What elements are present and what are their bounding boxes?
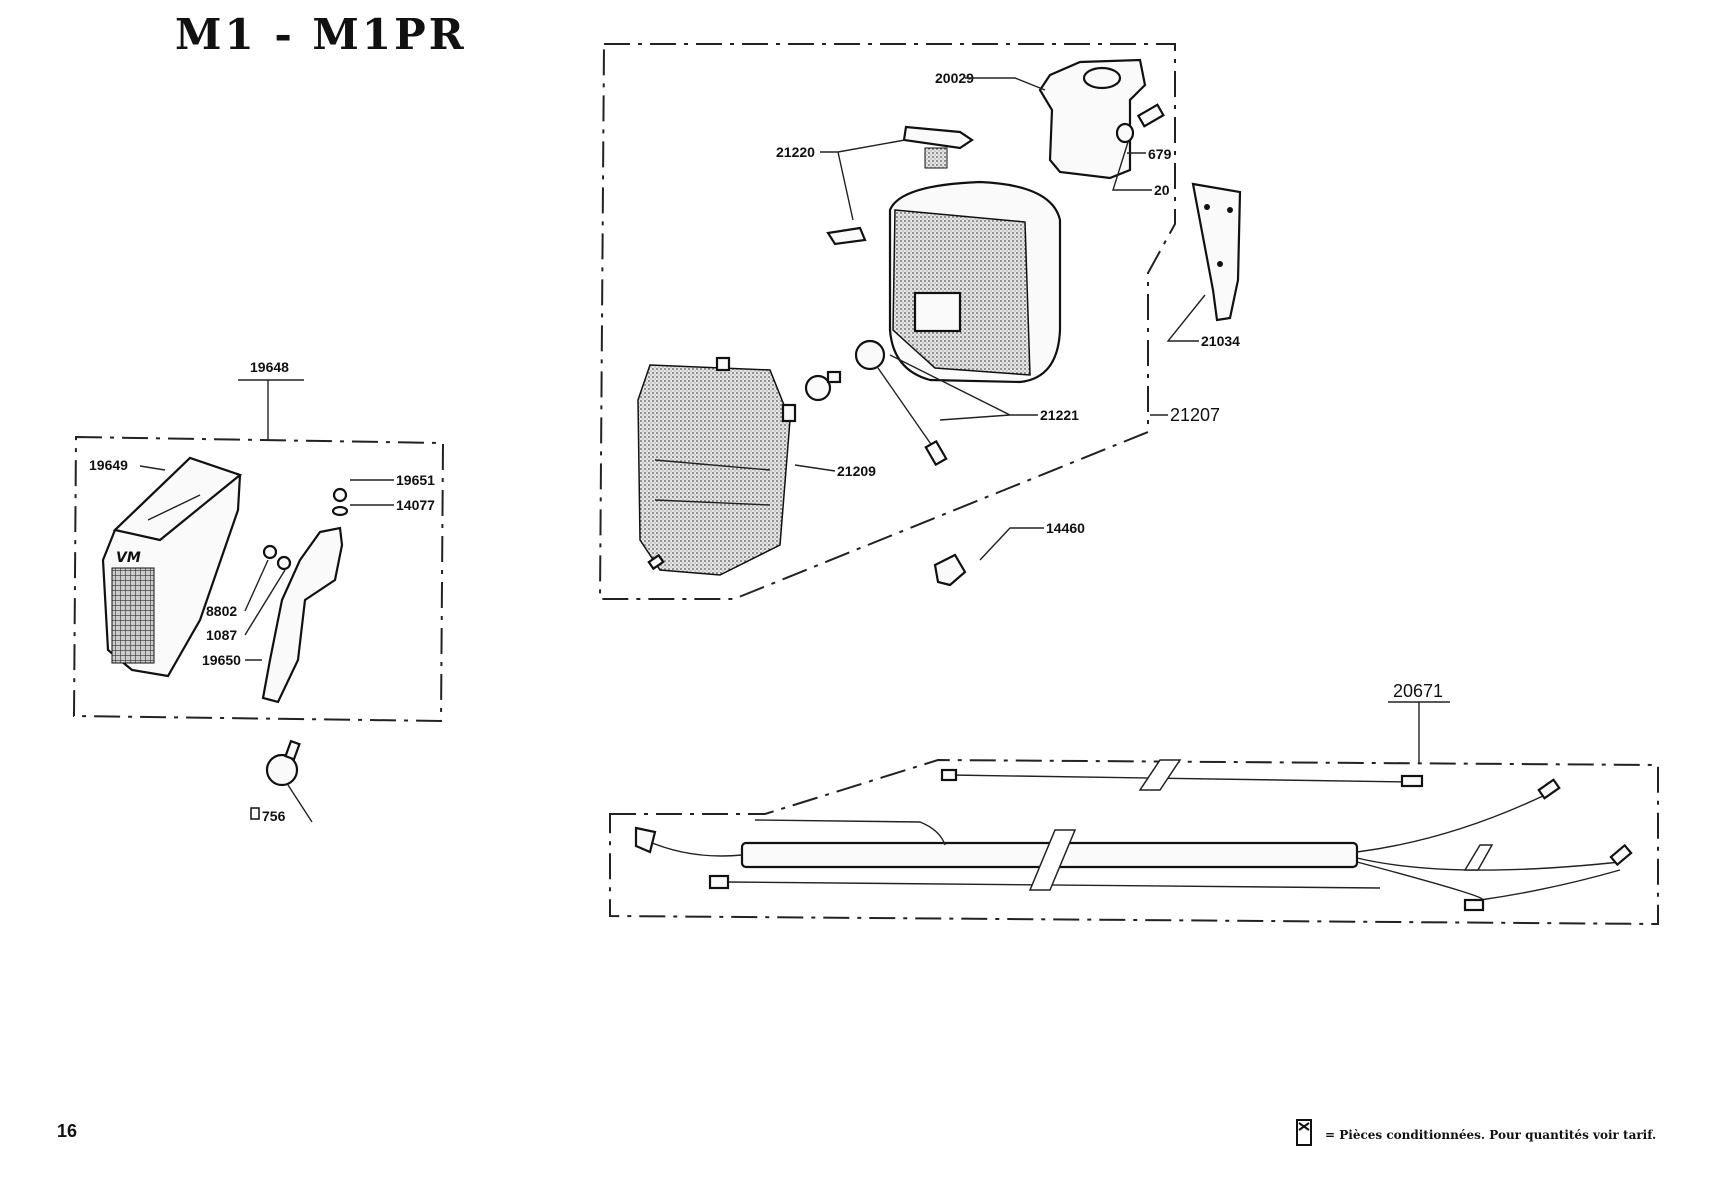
assembly-leader bbox=[238, 379, 304, 440]
bracket-hole bbox=[1082, 66, 1122, 90]
part-label-14460: 14460 bbox=[1046, 520, 1085, 536]
support-bracket-part bbox=[1038, 58, 1147, 180]
nut-part bbox=[276, 555, 292, 571]
packaged-parts-icon bbox=[250, 807, 260, 820]
switch-part bbox=[902, 125, 974, 150]
part-label-679: 679 bbox=[1148, 146, 1172, 162]
shell-interior bbox=[892, 209, 1031, 376]
assembly-boundary bbox=[609, 758, 1659, 926]
part-label-1087: 1087 bbox=[206, 627, 237, 643]
connector-part bbox=[1537, 778, 1561, 800]
connector-part bbox=[634, 826, 657, 854]
bulb-base bbox=[826, 370, 842, 384]
lens-tab bbox=[781, 403, 797, 423]
washer-part bbox=[1115, 122, 1135, 144]
bulb-part bbox=[265, 739, 301, 787]
page-title: M1 - M1PR bbox=[175, 10, 467, 59]
part-label-21220: 21220 bbox=[776, 144, 815, 160]
wire bbox=[949, 774, 1411, 783]
bolt-part bbox=[1136, 103, 1165, 128]
front-light-group: 19648 VM 19649 19651 14077 8802 1087 196… bbox=[72, 359, 445, 824]
part-label-19650: 19650 bbox=[202, 652, 241, 668]
assembly-boundary bbox=[598, 43, 1176, 600]
bulb-holder-part bbox=[913, 291, 962, 333]
page-number: 16 bbox=[57, 1121, 77, 1141]
part-label-756: 756 bbox=[262, 808, 286, 824]
bulb-socket-part bbox=[854, 339, 886, 371]
bulb-part bbox=[804, 374, 832, 402]
connector-part bbox=[1400, 774, 1424, 788]
screw-part bbox=[332, 487, 348, 503]
part-label-19651: 19651 bbox=[396, 472, 435, 488]
connector-part bbox=[924, 439, 948, 467]
switch-lever-part bbox=[826, 226, 867, 246]
headlight-group: 20029 679 20 21220 21034 21221 bbox=[598, 43, 1242, 600]
assembly-label-19648: 19648 bbox=[250, 359, 289, 375]
bracket-part bbox=[261, 526, 344, 704]
screw-part bbox=[647, 553, 665, 571]
mount-plate-part bbox=[1191, 182, 1242, 322]
footer-note: = Pièces conditionnées. Pour quantités v… bbox=[1325, 1128, 1656, 1142]
part-label-21209: 21209 bbox=[837, 463, 876, 479]
connector-part bbox=[1609, 843, 1633, 867]
headlight-lens-part bbox=[637, 364, 791, 576]
connector-part bbox=[708, 874, 730, 890]
part-label-14077: 14077 bbox=[396, 497, 435, 513]
washer-part bbox=[331, 505, 349, 517]
lens-tab bbox=[715, 356, 731, 372]
part-label-20029: 20029 bbox=[935, 70, 974, 86]
wiring-group: 20671 bbox=[609, 681, 1659, 926]
assembly-boundary bbox=[72, 435, 445, 723]
clip-part bbox=[933, 553, 967, 587]
break-mark bbox=[1028, 759, 1494, 891]
assembly-label-20671: 20671 bbox=[1393, 681, 1443, 701]
connector-part bbox=[940, 768, 958, 782]
part-label-21034: 21034 bbox=[1201, 333, 1240, 349]
part-label-21221: 21221 bbox=[1040, 407, 1079, 423]
part-label-20: 20 bbox=[1154, 182, 1170, 198]
part-label-19649: 19649 bbox=[89, 457, 128, 473]
switch-spring bbox=[924, 147, 948, 169]
connector-part bbox=[1463, 898, 1485, 912]
part-label-8802: 8802 bbox=[206, 603, 237, 619]
light-housing-part: VM bbox=[101, 456, 243, 678]
brand-logo: VM bbox=[116, 550, 141, 566]
assembly-label-21207: 21207 bbox=[1170, 405, 1220, 425]
bolt-part bbox=[262, 544, 278, 560]
grille-icon bbox=[111, 567, 155, 664]
packaged-parts-icon bbox=[1296, 1119, 1312, 1146]
